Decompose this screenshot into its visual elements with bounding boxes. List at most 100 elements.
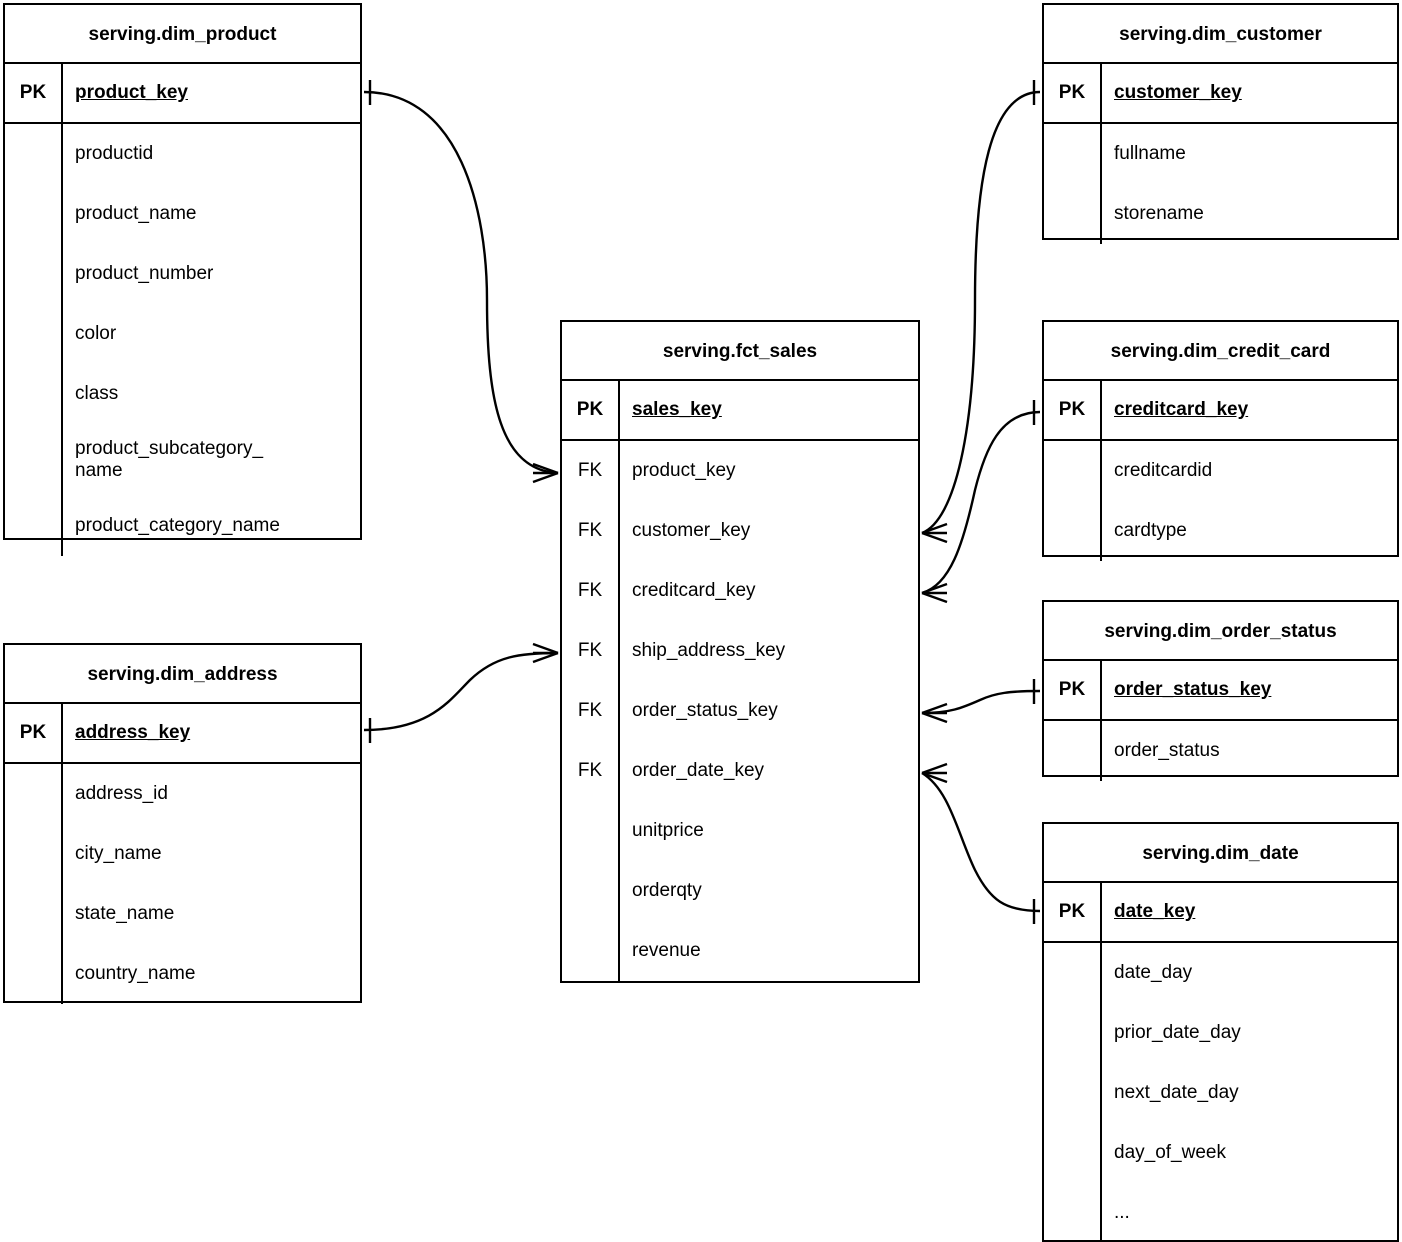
fk-field: order_status_key	[632, 700, 778, 721]
attribute-row: fullname	[1114, 143, 1186, 165]
attribute-row: order_status	[1114, 740, 1220, 762]
entity-dim-address[interactable]: serving.dim_address PK address_key addre…	[3, 643, 362, 1004]
attributes-list-dim-order-status: order_status	[1102, 721, 1397, 781]
attribute-row: cardtype	[1114, 520, 1187, 542]
pk-field-fct-sales: sales_key	[632, 399, 722, 420]
fk-label: FK	[562, 621, 620, 681]
attribute-row: country_name	[75, 963, 196, 985]
attributes-list-dim-product: productid product_name product_number co…	[63, 124, 360, 556]
attributes-key-gutter-dim-address	[5, 764, 63, 1004]
fk-row: FK creditcard_key	[562, 561, 918, 621]
measure-key-gutter	[562, 921, 620, 981]
measure-row: unitprice	[562, 801, 918, 861]
pk-label-dim-credit-card: PK	[1044, 381, 1102, 439]
pk-label-fct-sales: PK	[562, 381, 620, 439]
pk-label-dim-product: PK	[5, 64, 63, 122]
attributes-dim-credit-card: creditcardid cardtype	[1044, 441, 1397, 561]
fk-row: FK customer_key	[562, 501, 918, 561]
fk-label: FK	[562, 561, 620, 621]
entity-title-dim-date: serving.dim_date	[1044, 824, 1397, 883]
fk-row: FK product_key	[562, 441, 918, 501]
entity-fct-sales[interactable]: serving.fct_sales PK sales_key FK produc…	[560, 320, 920, 983]
pk-label-dim-order-status: PK	[1044, 661, 1102, 719]
entity-title-dim-credit-card: serving.dim_credit_card	[1044, 322, 1397, 381]
attributes-key-gutter-dim-order-status	[1044, 721, 1102, 781]
attributes-dim-product: productid product_name product_number co…	[5, 124, 360, 556]
attribute-row: day_of_week	[1114, 1142, 1226, 1164]
entity-dim-date[interactable]: serving.dim_date PK date_key date_day pr…	[1042, 822, 1399, 1242]
attribute-row: creditcardid	[1114, 460, 1213, 482]
entity-dim-order-status[interactable]: serving.dim_order_status PK order_status…	[1042, 600, 1399, 781]
attributes-list-dim-address: address_id city_name state_name country_…	[63, 764, 360, 1004]
attributes-list-dim-credit-card: creditcardid cardtype	[1102, 441, 1397, 561]
relationship-order-status	[921, 679, 1041, 724]
pk-label-dim-address: PK	[5, 704, 63, 762]
attribute-row: ...	[1114, 1202, 1130, 1224]
measure-field: revenue	[632, 940, 701, 961]
attribute-row: product_category_name	[75, 515, 280, 537]
attribute-row: prior_date_day	[1114, 1022, 1241, 1044]
fk-label: FK	[562, 501, 620, 561]
measure-key-gutter	[562, 801, 620, 861]
attributes-dim-order-status: order_status	[1044, 721, 1397, 781]
attribute-row: product_subcategory_ name	[75, 438, 264, 481]
fk-row: FK order_status_key	[562, 681, 918, 741]
attributes-key-gutter-dim-customer	[1044, 124, 1102, 244]
attribute-row: city_name	[75, 843, 162, 865]
attribute-row: date_day	[1114, 962, 1193, 984]
fk-label: FK	[562, 441, 620, 501]
entity-title-dim-customer: serving.dim_customer	[1044, 5, 1397, 64]
attributes-key-gutter-dim-date	[1044, 943, 1102, 1242]
entity-dim-customer[interactable]: serving.dim_customer PK customer_key ful…	[1042, 3, 1399, 244]
relationship-credit-card	[921, 400, 1041, 604]
pk-label-dim-date: PK	[1044, 883, 1102, 941]
fk-row: FK order_date_key	[562, 741, 918, 801]
measure-field: orderqty	[632, 880, 702, 901]
measure-row: revenue	[562, 921, 918, 981]
pk-field-dim-credit-card: creditcard_key	[1114, 399, 1249, 420]
measure-row: orderqty	[562, 861, 918, 921]
attributes-dim-customer: fullname storename	[1044, 124, 1397, 244]
relationship-customer	[921, 80, 1041, 544]
pk-row-dim-product: PK product_key	[5, 64, 360, 124]
attributes-list-dim-date: date_day prior_date_day next_date_day da…	[1102, 943, 1397, 1242]
attributes-key-gutter-dim-credit-card	[1044, 441, 1102, 561]
pk-field-dim-date: date_key	[1114, 901, 1196, 922]
attributes-dim-address: address_id city_name state_name country_…	[5, 764, 360, 1004]
entity-title-dim-address: serving.dim_address	[5, 645, 360, 704]
entity-title-fct-sales: serving.fct_sales	[562, 322, 918, 381]
fk-field: creditcard_key	[632, 580, 756, 601]
attribute-row: product_number	[75, 263, 214, 285]
entity-title-dim-order-status: serving.dim_order_status	[1044, 602, 1397, 661]
attribute-row: productid	[75, 143, 154, 165]
entity-dim-product[interactable]: serving.dim_product PK product_key produ…	[3, 3, 362, 556]
entity-dim-credit-card[interactable]: serving.dim_credit_card PK creditcard_ke…	[1042, 320, 1399, 561]
relationship-product	[363, 80, 559, 484]
attributes-list-dim-customer: fullname storename	[1102, 124, 1397, 244]
attributes-dim-date: date_day prior_date_day next_date_day da…	[1044, 943, 1397, 1242]
pk-row-dim-date: PK date_key	[1044, 883, 1397, 943]
fk-field: order_date_key	[632, 760, 765, 781]
attribute-row: product_name	[75, 203, 197, 225]
pk-field-dim-order-status: order_status_key	[1114, 679, 1272, 700]
attribute-row: color	[75, 323, 117, 345]
fk-field: product_key	[632, 460, 736, 481]
pk-row-fct-sales: PK sales_key	[562, 381, 918, 441]
pk-field-dim-product: product_key	[75, 82, 188, 103]
fk-field: customer_key	[632, 520, 751, 541]
attributes-key-gutter-dim-product	[5, 124, 63, 556]
entity-title-dim-product: serving.dim_product	[5, 5, 360, 64]
attribute-row: state_name	[75, 903, 175, 925]
attribute-row: class	[75, 383, 119, 405]
measure-field: unitprice	[632, 820, 704, 841]
pk-row-dim-customer: PK customer_key	[1044, 64, 1397, 124]
attribute-row: address_id	[75, 783, 168, 805]
relationship-date	[921, 762, 1041, 924]
fk-label: FK	[562, 681, 620, 741]
attribute-row: next_date_day	[1114, 1082, 1239, 1104]
fk-row: FK ship_address_key	[562, 621, 918, 681]
pk-field-dim-address: address_key	[75, 722, 191, 743]
pk-field-dim-customer: customer_key	[1114, 82, 1242, 103]
pk-row-dim-credit-card: PK creditcard_key	[1044, 381, 1397, 441]
